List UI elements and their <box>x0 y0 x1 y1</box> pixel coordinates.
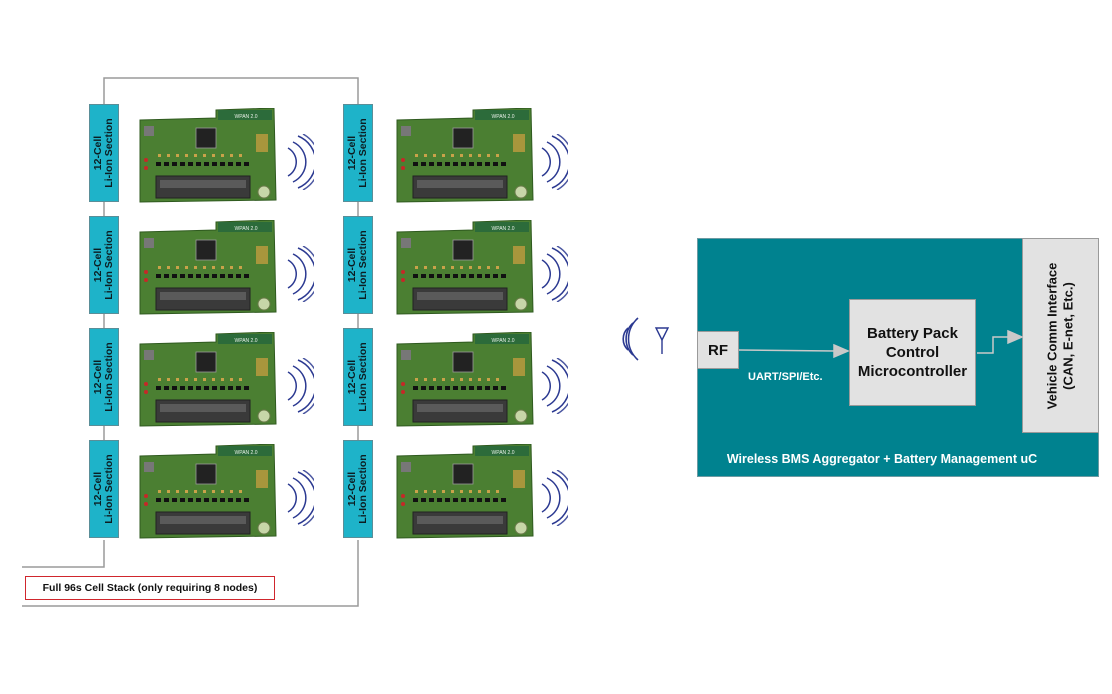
board-label: WPAN 2.0 <box>492 338 515 344</box>
wireless-node-board-1: WPAN 2.0 <box>139 108 277 203</box>
board-label: WPAN 2.0 <box>492 450 515 456</box>
board-label: WPAN 2.0 <box>235 338 258 344</box>
wireless-node-board-3: WPAN 2.0 <box>139 332 277 427</box>
wireless-wave-icon <box>541 358 568 414</box>
wireless-wave-icon <box>287 134 314 190</box>
wireless-wave-icon <box>287 358 314 414</box>
wireless-wave-icon <box>287 470 314 526</box>
aggregator-footer: Wireless BMS Aggregator + Battery Manage… <box>726 452 1038 466</box>
wireless-node-board-2: WPAN 2.0 <box>139 220 277 315</box>
wireless-node-board-7: WPAN 2.0 <box>396 332 534 427</box>
wireless-node-board-5: WPAN 2.0 <box>396 108 534 203</box>
wireless-wave-icon <box>541 246 568 302</box>
wireless-node-board-4: WPAN 2.0 <box>139 444 277 539</box>
vehicle-comm-block: Vehicle Comm Interface (CAN, E-net, Etc.… <box>1022 238 1099 433</box>
wireless-wave-icon <box>287 246 314 302</box>
board-label: WPAN 2.0 <box>235 226 258 232</box>
board-label: WPAN 2.0 <box>235 114 258 120</box>
wireless-wave-icon <box>541 134 568 190</box>
board-label: WPAN 2.0 <box>492 114 515 120</box>
board-label: WPAN 2.0 <box>492 226 515 232</box>
wireless-wave-icon <box>541 470 568 526</box>
bus-label: UART/SPI/Etc. <box>748 371 823 383</box>
wireless-node-board-6: WPAN 2.0 <box>396 220 534 315</box>
panel-arrows <box>738 329 1024 359</box>
wireless-node-board-8: WPAN 2.0 <box>396 444 534 539</box>
board-label: WPAN 2.0 <box>235 450 258 456</box>
antenna-icon <box>622 317 670 361</box>
rf-block: RF <box>697 331 739 369</box>
mcu-block: Battery Pack Control Microcontroller <box>849 299 976 406</box>
stack-note: Full 96s Cell Stack (only requiring 8 no… <box>25 576 275 600</box>
